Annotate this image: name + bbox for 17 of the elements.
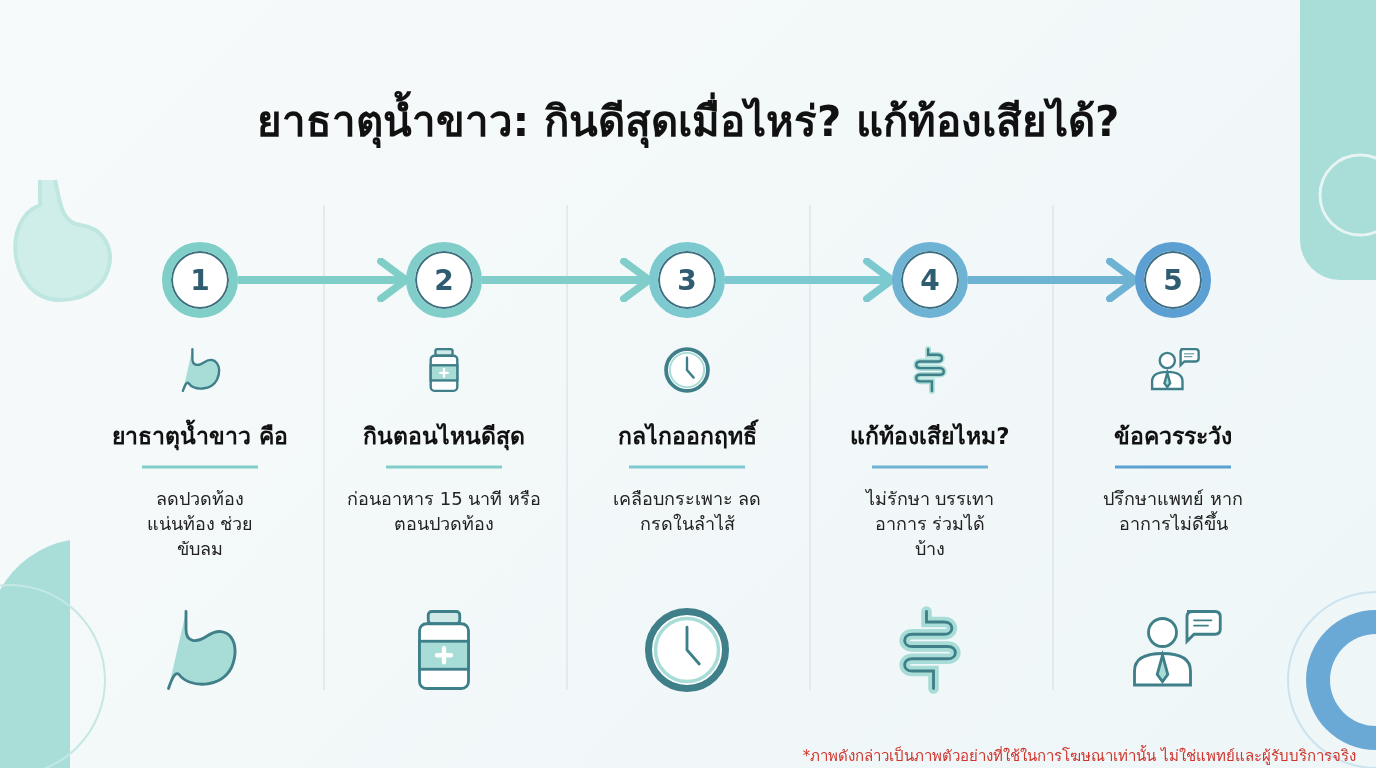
step-description: ลดปวดท้อง แน่นท้อง ช่วยขับลม xyxy=(145,487,255,562)
step-heading: กินตอนไหนดีสุด xyxy=(362,422,526,453)
disclaimer-note: *ภาพดังกล่าวเป็นภาพตัวอย่างที่ใช้ในการโฆษณาเท่านั้น ไม่ใช่แพทย์และผู้รับบริการจริง xyxy=(802,744,1356,767)
step-heading: แก้ท้องเสียไหม? xyxy=(849,422,1011,451)
step-description: ปรึกษาแพทย์ หากอาการไม่ดีขึ้น xyxy=(1102,487,1244,537)
step-number-circle: 3 xyxy=(649,242,725,318)
step-heading: กลไกออกฤทธิ์ xyxy=(569,418,805,454)
step-description: ไม่รักษา บรรเทาอาการ ร่วมได้บ้าง xyxy=(864,487,996,562)
step-number-circle: 4 xyxy=(892,242,968,318)
step-number-circle: 1 xyxy=(162,242,238,318)
step-heading: ยาธาตุน้ำขาว คือ xyxy=(82,418,318,454)
step-number-circle: 2 xyxy=(406,242,482,318)
step-description: ก่อนอาหาร 15 นาที หรือตอนปวดท้อง xyxy=(345,487,543,537)
title: ยาธาตุน้ำขาว: กินดีสุดเมื่อไหร่? แก้ท้องเสียได้? xyxy=(0,88,1376,154)
step-description: เคลือบกระเพาะ ลดกรดในลำไส้ xyxy=(612,487,762,537)
step-number-circle: 5 xyxy=(1135,242,1211,318)
step-heading: ข้อควรระวัง xyxy=(1113,422,1233,451)
